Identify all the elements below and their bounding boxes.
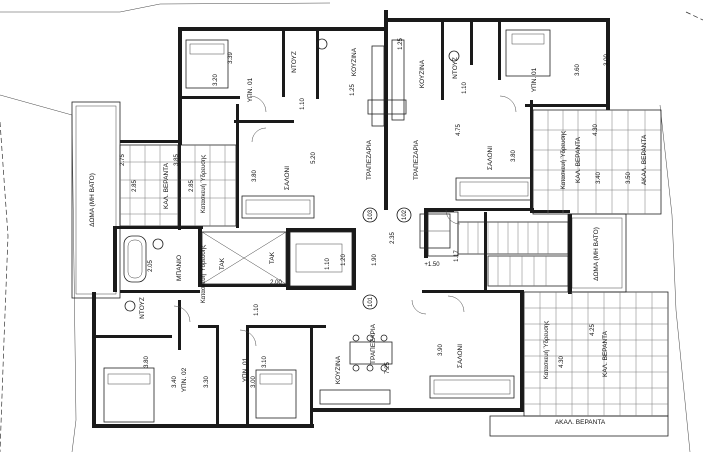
label-bedroom-01-top-left: ΥΠΝ. 01 [247, 77, 254, 102]
dim-360: 3.60 [575, 64, 581, 76]
dim-150: +1.50 [424, 262, 440, 268]
dim-330: 3.30 [204, 376, 210, 388]
roof-slabs [71, 101, 627, 299]
veranda-tiles-bottom-right [489, 291, 669, 437]
dim-300b: 3.00 [251, 376, 257, 388]
dim-205: 2.05 [148, 260, 154, 272]
dim-390: 3.90 [438, 344, 444, 356]
label-kitchen-top-left: ΚΟΥΖΙΝΑ [351, 47, 358, 76]
dim-125a: 1.25 [350, 84, 356, 96]
stair-tags [362, 207, 412, 310]
furniture [103, 29, 551, 423]
label-veranda-bottom-right: ΚΑΛ. ΒΕΡΑΝΤΑ [602, 330, 609, 377]
veranda-tiles-right [532, 109, 662, 215]
stair-tag-labels: 103 102 101 [368, 209, 408, 307]
label-bathroom: ΜΠΑΝΙΟ [176, 255, 183, 281]
label-wc-top-right: ΝΤΟΥΖ [452, 57, 459, 79]
dim-340b: 3.40 [172, 376, 178, 388]
dim-380a: 3.80 [252, 170, 258, 182]
dim-275: 2.75 [120, 154, 126, 166]
label-bedroom-01-bottom: ΥΠΝ. 01 [242, 357, 249, 382]
dim-110a: 1.10 [300, 98, 306, 110]
label-roof-left: ΔΩΜΑ (ΜΗ ΒΑΤΟ) [89, 173, 96, 227]
veranda-tiles-left [119, 144, 237, 227]
stair-tag-101: 101 [368, 296, 374, 307]
label-bedroom-02: ΥΠΝ. 02 [181, 367, 188, 392]
dim-380b: 3.80 [511, 150, 517, 162]
dim-320: 3.20 [213, 74, 219, 86]
label-shaft-1: ΤΑΚ [219, 257, 226, 270]
dim-339: 3.39 [228, 52, 234, 64]
dim-430a: 4.30 [593, 124, 599, 136]
dim-475: 4.75 [456, 124, 462, 136]
dim-285a: 2.85 [132, 180, 138, 192]
dim-350: 3.50 [626, 172, 632, 184]
stair-tag-103: 103 [368, 209, 374, 220]
dim-285b: 2.85 [189, 180, 195, 192]
dim-340: 3.40 [596, 172, 602, 184]
label-dining-right: ΤΡΑΠΕΖΑΡΙΑ [413, 139, 420, 180]
label-living-bottom: ΣΑΛΟΝΙ [457, 344, 464, 368]
label-plant-area-right: Κατασκευή Ύδρευσης [560, 131, 567, 190]
stair-core [201, 211, 569, 287]
dim-110c: 1.10 [325, 258, 331, 270]
dim-125b: 1.25 [398, 38, 404, 50]
label-veranda-left: ΚΑΛ. ΒΕΡΑΝΤΑ [163, 162, 170, 209]
door-swings [173, 95, 517, 347]
label-bedroom-01-top-right: ΥΠΝ. 01 [531, 67, 538, 92]
dim-380c: 3.80 [144, 356, 150, 368]
label-wc-bottom-left: ΝΤΟΥΖ [139, 297, 146, 319]
dimension-labels: 3.20 3.39 1.10 1.25 1.25 1.10 3.60 3.00 … [120, 38, 632, 388]
label-kitchen-bottom: ΚΟΥΖΙΝΑ [335, 355, 342, 384]
dim-425: 4.25 [590, 324, 596, 336]
label-plant-area-lower: Κατασκευή Ύδρευσης [200, 245, 207, 304]
exterior-walls [92, 10, 610, 428]
label-akal-veranda-right: ΑΚΑΛ. ΒΕΡΑΝΤΑ [641, 134, 648, 185]
dim-430b: 4.30 [559, 356, 565, 368]
dim-110b: 1.10 [462, 82, 468, 94]
label-roof-right: ΔΩΜΑ (ΜΗ ΒΑΤΟ) [593, 227, 600, 281]
stair-tag-102: 102 [402, 209, 408, 220]
dim-117: 1.17 [454, 250, 460, 262]
dim-235: 2.35 [390, 232, 396, 244]
label-living-left: ΣΑΛΟΝΙ [284, 166, 291, 190]
dim-110d: 1.10 [254, 304, 260, 316]
dim-385: 3.85 [174, 154, 180, 166]
label-plant-area-bottom-right: Κατασκευή Ύδρευσης [543, 321, 550, 380]
dim-725: 7.25 [385, 362, 391, 374]
label-kitchen-top-right: ΚΟΥΖΙΝΑ [419, 59, 426, 88]
label-veranda-bottom-edge: ΑΚΑΛ. ΒΕΡΑΝΤΑ [555, 419, 606, 426]
dim-310: 3.10 [262, 356, 268, 368]
label-dining-left: ΤΡΑΠΕΖΑΡΙΑ [366, 139, 373, 180]
room-labels: ΥΠΝ. 01 ΝΤΟΥΖ ΚΟΥΖΙΝΑ ΚΟΥΖΙΝΑ ΝΤΟΥΖ ΥΠΝ.… [89, 47, 648, 426]
label-shaft-2: ΤΑΚ [269, 251, 276, 264]
dim-300: 3.00 [604, 54, 610, 66]
label-veranda-right: ΚΑΛ. ΒΕΡΑΝΤΑ [575, 136, 582, 183]
label-plant-area-left: Κατασκευή Ύδρευσης [200, 155, 207, 214]
label-dining-bottom: ΤΡΑΠΕΖΑΡΙΑ [370, 323, 377, 364]
label-living-right: ΣΑΛΟΝΙ [487, 146, 494, 170]
dim-520: 5.20 [311, 152, 317, 164]
dim-200: 2.00 [270, 280, 282, 286]
dim-120: 1.20 [341, 254, 347, 266]
dim-190: 1.90 [372, 254, 378, 266]
label-wc-top-left: ΝΤΟΥΖ [291, 51, 298, 73]
